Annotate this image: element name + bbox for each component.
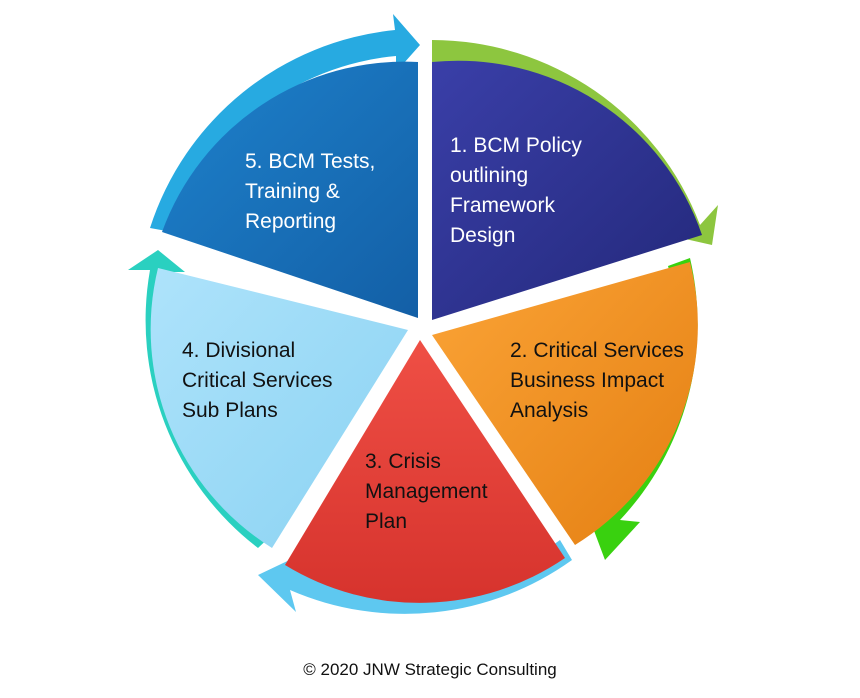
label-tests: 5. BCM Tests, Training & Reporting (245, 150, 381, 233)
segment-policy (432, 60, 702, 320)
label-policy: 1. BCM Policy outlining Framework Design (450, 134, 588, 247)
label-subplans: 4. Divisional Critical Services Sub Plan… (182, 339, 338, 422)
segment-tests (162, 61, 418, 319)
segment-subplans (150, 268, 409, 548)
copyright-text: © 2020 JNW Strategic Consulting (303, 660, 557, 679)
segment-bia (432, 262, 698, 545)
label-bia: 2. Critical Services Business Impact Ana… (510, 339, 690, 422)
segment-crisis (285, 340, 565, 603)
label-crisis: 3. Crisis Management Plan (365, 450, 493, 533)
arrow-crisis-to-subplans (258, 540, 572, 614)
